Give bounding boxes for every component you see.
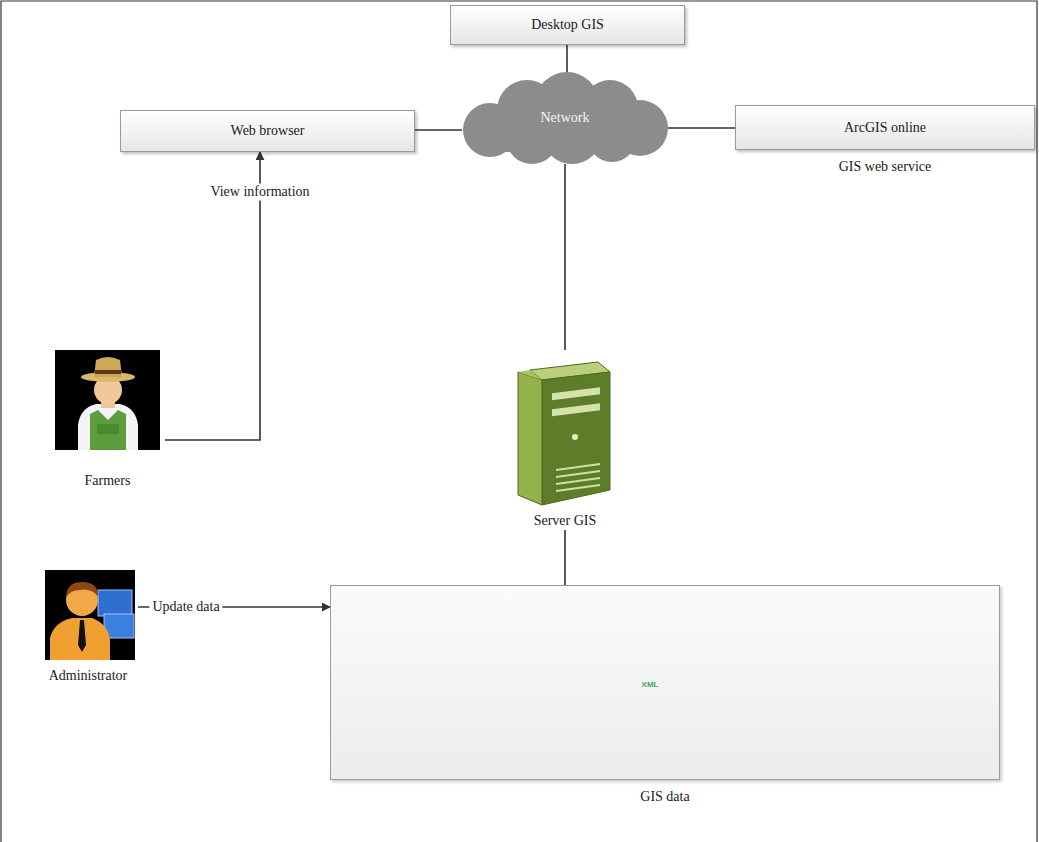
- node-label: Network: [462, 110, 668, 127]
- connector: [668, 127, 735, 129]
- node-label: Server GIS: [475, 513, 655, 530]
- administrator-icon: [45, 570, 135, 660]
- node-label: Desktop GIS: [451, 17, 684, 34]
- actor-node: Administrator: [38, 565, 138, 685]
- node-caption: GIS web service: [676, 159, 1039, 176]
- edge-label: Update data: [149, 599, 222, 616]
- connector: [564, 164, 566, 350]
- node-label: Web browser: [121, 123, 414, 140]
- network-cloud: Network: [462, 72, 668, 164]
- node-label: Farmers: [20, 473, 195, 490]
- connector: [566, 45, 568, 72]
- connector: [564, 530, 566, 585]
- icon-label: XML: [642, 680, 659, 689]
- node-label: GIS data: [271, 789, 1039, 806]
- edge-label: View information: [207, 184, 312, 201]
- actor-node: Farmers: [50, 345, 165, 490]
- farmer-icon: [55, 350, 160, 450]
- service-box: ArcGIS onlineGIS web service: [735, 105, 1035, 150]
- server-icon: [518, 362, 610, 505]
- server-node: Server GIS: [505, 350, 625, 530]
- node-label: Administrator: [8, 668, 168, 685]
- connector: [415, 129, 462, 131]
- process-box: Desktop GIS: [450, 5, 685, 45]
- node-label: ArcGIS online: [736, 119, 1034, 136]
- data-panel: GIS data: [330, 585, 1000, 780]
- process-box: Web browser: [120, 110, 415, 152]
